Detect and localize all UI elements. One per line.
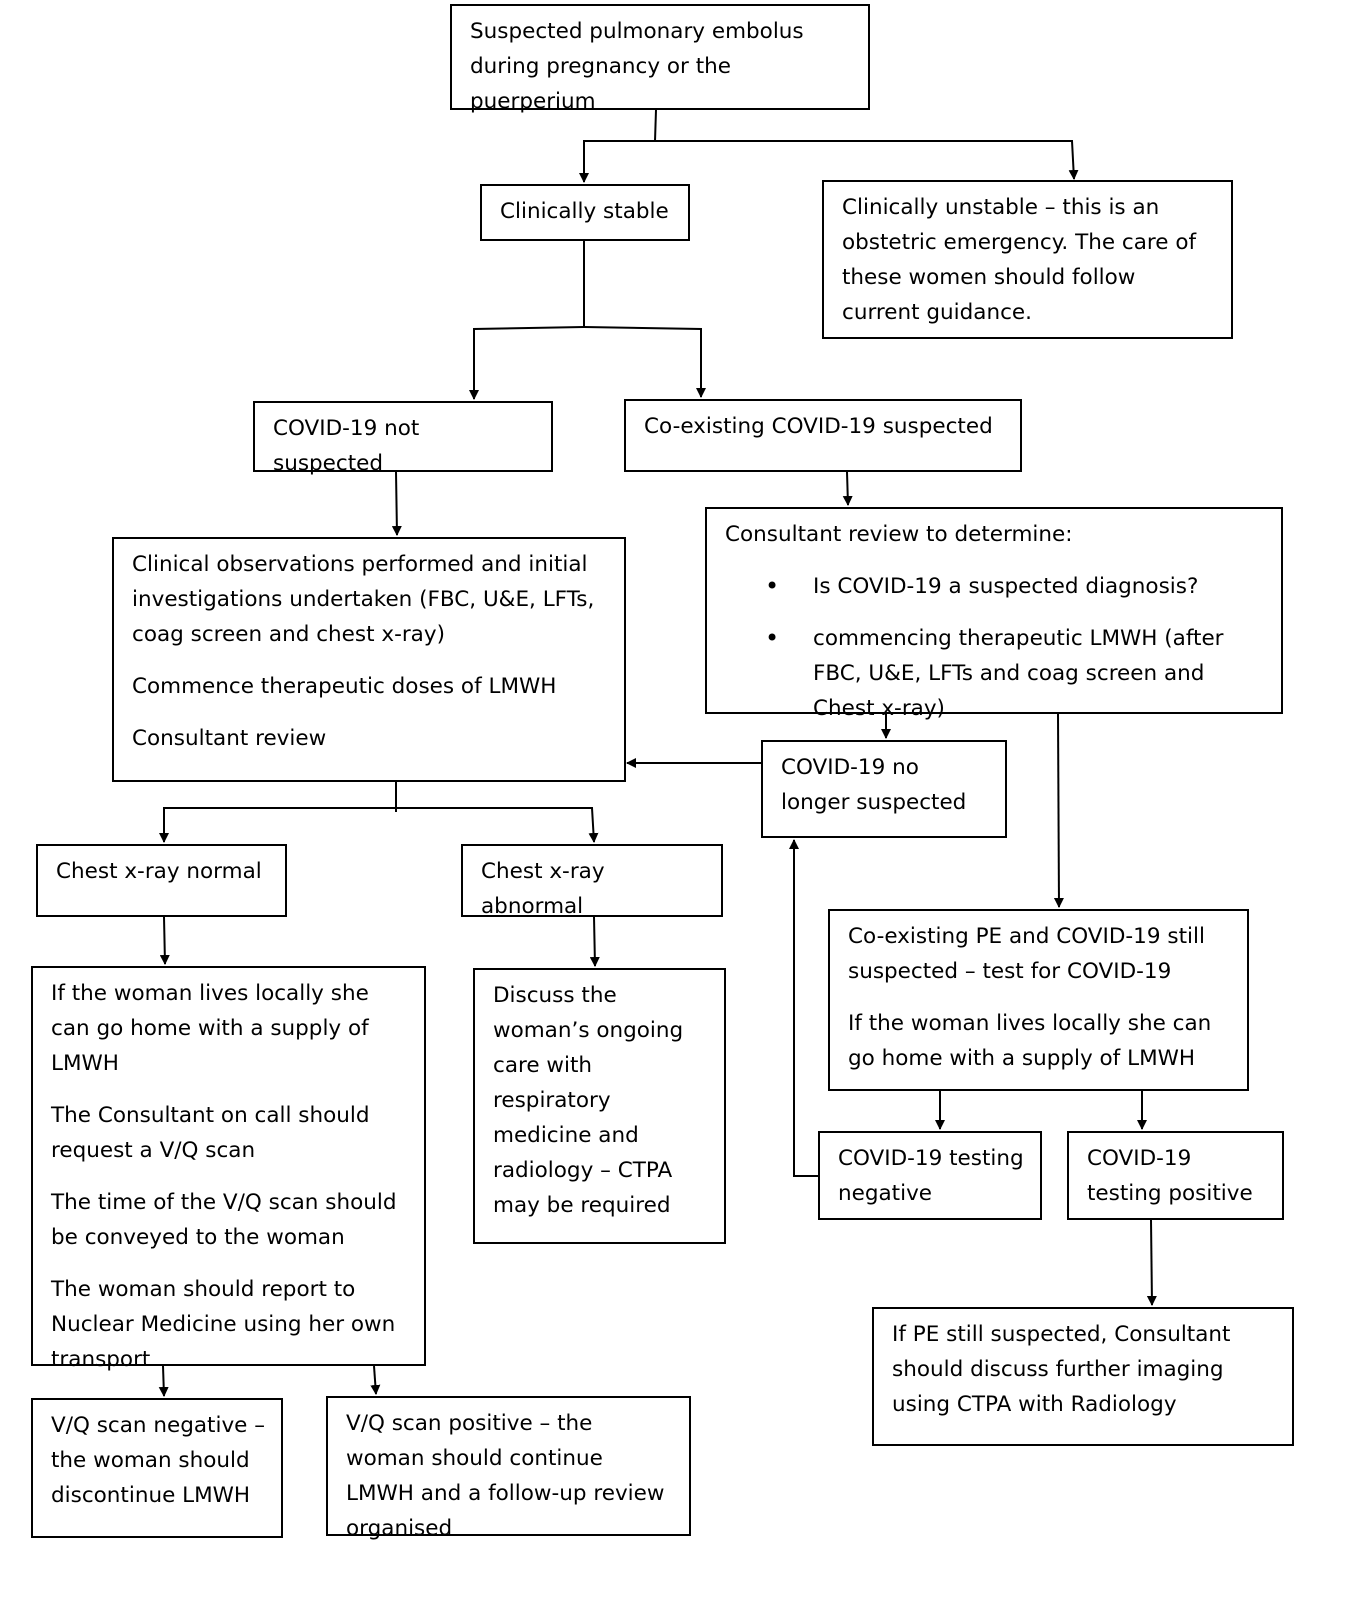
node-text: If the woman lives locally she can go ho…	[848, 1011, 1212, 1071]
node-text: COVID-19 not suspected	[273, 416, 420, 476]
connector-to-clinical-obs	[391, 471, 402, 536]
connector-to-consultant-review	[842, 471, 853, 506]
bullet-item: Is COVID-19 a suspected diagnosis?	[725, 569, 1265, 604]
node-text: Chest x-ray abnormal	[481, 859, 605, 919]
connector-review-to-pe-covid	[1053, 713, 1064, 908]
connector-to-xray-abnormal	[396, 807, 599, 843]
node-text: COVID-19 testing negative	[838, 1146, 1024, 1206]
node-text: Consultant review to determine:	[725, 522, 1073, 547]
node-text: COVID-19 no longer suspected	[781, 755, 967, 815]
node-text: Clinical observations performed and init…	[132, 552, 595, 647]
connector-start-split	[654, 109, 657, 142]
node-start: Suspected pulmonary embolus during pregn…	[450, 4, 870, 114]
node-text: Discuss the woman’s ongoing care with re…	[493, 983, 684, 1218]
node-text: The woman should report to Nuclear Medic…	[51, 1277, 396, 1372]
node-stable: Clinically stable	[480, 184, 690, 241]
connector-to-xray-normal	[159, 807, 396, 843]
node-text: Co-existing PE and COVID-19 still suspec…	[848, 924, 1205, 984]
connector-to-covid-suspected	[583, 326, 706, 398]
connector-to-lives-locally	[159, 916, 170, 965]
connector-to-vq-negative	[158, 1365, 169, 1397]
node-text: V/Q scan negative – the woman should dis…	[51, 1413, 265, 1508]
connector-to-vq-positive	[370, 1365, 381, 1395]
node-discuss-care: Discuss the woman’s ongoing care with re…	[473, 968, 726, 1244]
node-unstable: Clinically unstable – this is an obstetr…	[822, 180, 1233, 339]
node-consultant-review: Consultant review to determine: Is COVID-…	[705, 507, 1283, 721]
node-text: Chest x-ray normal	[56, 859, 262, 884]
node-vq-negative: V/Q scan negative – the woman should dis…	[31, 1398, 283, 1538]
node-lives-locally-vq: If the woman lives locally she can go ho…	[31, 966, 426, 1372]
node-clinical-observations: Clinical observations performed and init…	[112, 537, 626, 782]
connector-to-stable	[579, 140, 655, 183]
connector-to-unstable	[655, 140, 1079, 180]
connector-to-covid-not-suspected	[469, 326, 585, 400]
node-text: The Consultant on call should request a …	[51, 1103, 370, 1163]
node-testing-positive: COVID-19 testing positive	[1067, 1131, 1284, 1220]
node-covid-not-suspected: COVID-19 not suspected	[253, 401, 553, 476]
bullet-item: commencing therapeutic LMWH (after FBC, …	[725, 621, 1265, 726]
node-testing-negative: COVID-19 testing negative	[818, 1131, 1042, 1220]
node-text: Commence therapeutic doses of LMWH	[132, 674, 557, 699]
node-text: COVID-19 testing positive	[1087, 1146, 1253, 1206]
node-text: Clinically stable	[500, 199, 669, 224]
connector-negative-to-no-longer	[789, 839, 818, 1177]
node-text: Co-existing COVID-19 suspected	[644, 414, 993, 439]
node-text: Suspected pulmonary embolus during pregn…	[470, 19, 804, 114]
node-text: V/Q scan positive – the woman should con…	[346, 1411, 665, 1541]
node-text: If the woman lives locally she can go ho…	[51, 981, 369, 1076]
node-covid-no-longer-suspected: COVID-19 no longer suspected	[761, 740, 1007, 838]
node-vq-positive: V/Q scan positive – the woman should con…	[326, 1396, 691, 1541]
node-text: If PE still suspected, Consultant should…	[892, 1322, 1231, 1417]
node-chest-xray-normal: Chest x-ray normal	[36, 844, 287, 917]
node-covid-suspected: Co-existing COVID-19 suspected	[624, 399, 1022, 472]
node-text: The time of the V/Q scan should be conve…	[51, 1190, 397, 1250]
node-chest-xray-abnormal: Chest x-ray abnormal	[461, 844, 723, 919]
node-text: Consultant review	[132, 726, 327, 751]
node-text: Clinically unstable – this is an obstetr…	[842, 195, 1197, 325]
node-pe-covid-still-suspected: Co-existing PE and COVID-19 still suspec…	[828, 909, 1249, 1091]
connector-to-pe-still-suspected	[1146, 1219, 1157, 1306]
node-pe-still-suspected: If PE still suspected, Consultant should…	[872, 1307, 1294, 1446]
bullet-list: Is COVID-19 a suspected diagnosis? commen…	[725, 569, 1265, 726]
connector-to-discuss-care	[589, 916, 600, 967]
